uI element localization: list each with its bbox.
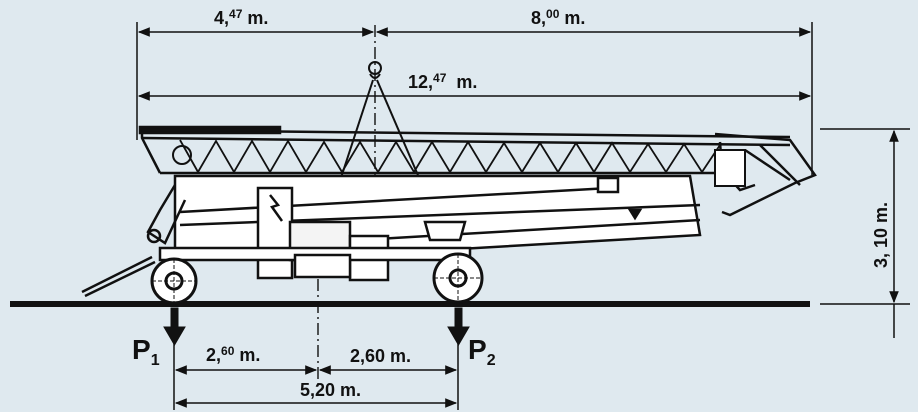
p2-arrowhead [447,326,470,346]
p1-arrowhead [163,326,186,346]
boom-tip [714,132,817,217]
lattice-boom [138,125,791,175]
load-label-p2: P2 [468,334,496,369]
load-arrows [163,307,470,346]
dim-label-wheel-left: 2,60 m. [206,344,261,365]
dim-label-height: 3, 10 m. [871,201,891,268]
wheel-left [150,257,198,305]
dim-label-top-left: 4,47 m. [214,7,269,28]
dim-label-overall: 12,47 m. [408,71,478,92]
chassis [158,186,472,282]
wheel-right [432,252,484,304]
dim-label-wheel-right: 2,60 m. [350,346,412,366]
outrigger [81,184,187,298]
ground-line [10,301,810,307]
dim-label-top-right: 8,00 m. [531,7,586,28]
dimension-lines [137,27,899,408]
load-label-p1: P1 [132,334,160,369]
mast-frame [173,174,702,260]
dim-label-wheelbase: 5,20 m. [300,380,362,400]
